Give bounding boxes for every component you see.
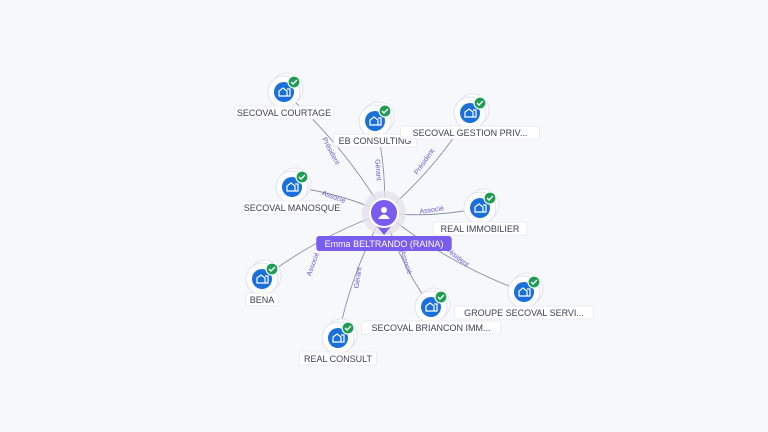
node-label-text: SECOVAL BRIANCON IMM...: [371, 323, 490, 333]
building-icon: [252, 269, 272, 289]
node-label-box: SECOVAL GESTION PRIV...: [400, 125, 540, 140]
company-node-bena[interactable]: BENA: [245, 259, 282, 307]
node-label-text: REAL CONSULT: [304, 354, 373, 364]
node-label-bg: [400, 125, 540, 140]
node-label-box: BENA: [245, 292, 279, 307]
checkmark-icon: [530, 279, 538, 285]
node-label-bg: [245, 292, 279, 307]
edge-label-secoval-gestion: Président: [413, 148, 436, 176]
company-node-real-immobilier[interactable]: REAL IMMOBILIER: [432, 188, 528, 236]
node-label-text: SECOVAL MANOSQUE: [244, 203, 341, 213]
company-node-groupe-secoval[interactable]: GROUPE SECOVAL SERVI...: [454, 272, 594, 320]
node-label-box: REAL IMMOBILIER: [432, 221, 528, 236]
node-label-text: REAL IMMOBILIER: [441, 224, 520, 234]
building-glyph: [256, 274, 269, 284]
company-node-real-consult[interactable]: REAL CONSULT: [298, 318, 377, 366]
edge-label-secoval-briancon: Associé: [398, 250, 412, 276]
building-icon: [470, 198, 490, 218]
building-icon: [282, 177, 302, 197]
building-glyph: [286, 182, 299, 192]
node-label-bg: [432, 221, 528, 236]
node-label-box: REAL CONSULT: [298, 351, 377, 366]
node-label-bg: [241, 200, 343, 215]
node-label-bg: [361, 320, 501, 335]
company-node-secoval-courtage[interactable]: SECOVAL COURTAGE: [233, 72, 335, 120]
node-label-text: BENA: [250, 295, 275, 305]
person-head: [381, 207, 387, 213]
verified-badge-icon: [483, 191, 497, 205]
building-icon: [421, 297, 441, 317]
building-icon: [274, 82, 294, 102]
building-icon: [460, 103, 480, 123]
company-node-eb-consulting[interactable]: EB CONSULTING: [333, 101, 417, 148]
edge-label-real-immobilier: Associé: [419, 205, 444, 215]
verified-badge-icon: [473, 96, 487, 110]
node-label-box: SECOVAL COURTAGE: [233, 105, 335, 120]
building-glyph: [474, 203, 487, 213]
node-label-box: SECOVAL MANOSQUE: [241, 200, 343, 215]
building-icon: [365, 111, 385, 131]
building-glyph: [278, 87, 291, 97]
node-label-bg: [298, 351, 377, 366]
building-icon: [328, 328, 348, 348]
checkmark-icon: [290, 79, 298, 85]
building-icon: [514, 282, 534, 302]
verified-badge-icon: [341, 321, 355, 335]
node-label-text: GROUPE SECOVAL SERVI...: [464, 308, 584, 318]
verified-badge-icon: [287, 75, 301, 89]
checkmark-icon: [476, 100, 484, 106]
company-node-secoval-gestion[interactable]: SECOVAL GESTION PRIV...: [400, 93, 540, 140]
node-label-box: GROUPE SECOVAL SERVI...: [454, 305, 594, 320]
verified-badge-icon: [434, 290, 448, 304]
center-node[interactable]: Emma BELTRANDO (RAINA): [316, 191, 452, 251]
building-glyph: [332, 333, 345, 343]
verified-badge-icon: [265, 262, 279, 276]
center-label: Emma BELTRANDO (RAINA): [325, 239, 444, 249]
verified-badge-icon: [378, 104, 392, 118]
company-node-secoval-briancon[interactable]: SECOVAL BRIANCON IMM...: [361, 287, 501, 335]
company-node-secoval-manosque[interactable]: SECOVAL MANOSQUE: [241, 167, 343, 215]
edge-label-real-consult: Gérant: [354, 267, 364, 289]
checkmark-icon: [486, 195, 494, 201]
node-label-text: SECOVAL COURTAGE: [237, 108, 331, 118]
node-label-box: SECOVAL BRIANCON IMM...: [361, 320, 501, 335]
checkmark-icon: [268, 266, 276, 272]
checkmark-icon: [381, 108, 389, 114]
building-glyph: [369, 116, 382, 126]
node-label-bg: [333, 133, 417, 148]
node-label-text: SECOVAL GESTION PRIV...: [413, 128, 528, 138]
node-label-text: EB CONSULTING: [339, 136, 412, 146]
building-glyph: [464, 108, 477, 118]
verified-badge-icon: [295, 170, 309, 184]
checkmark-icon: [437, 294, 445, 300]
building-glyph: [518, 287, 531, 297]
center-pin-tip: [376, 225, 392, 235]
center-label-bg: [316, 236, 452, 251]
node-label-bg: [454, 305, 594, 320]
node-label-bg: [233, 105, 335, 120]
checkmark-icon: [344, 325, 352, 331]
verified-badge-icon: [527, 275, 541, 289]
edge-label-eb-consulting: Gérant: [373, 159, 381, 181]
checkmark-icon: [298, 174, 306, 180]
person-body: [378, 214, 390, 219]
node-label-box: EB CONSULTING: [333, 133, 417, 148]
building-glyph: [425, 302, 438, 312]
edge-label-bena: Associé: [306, 252, 321, 278]
